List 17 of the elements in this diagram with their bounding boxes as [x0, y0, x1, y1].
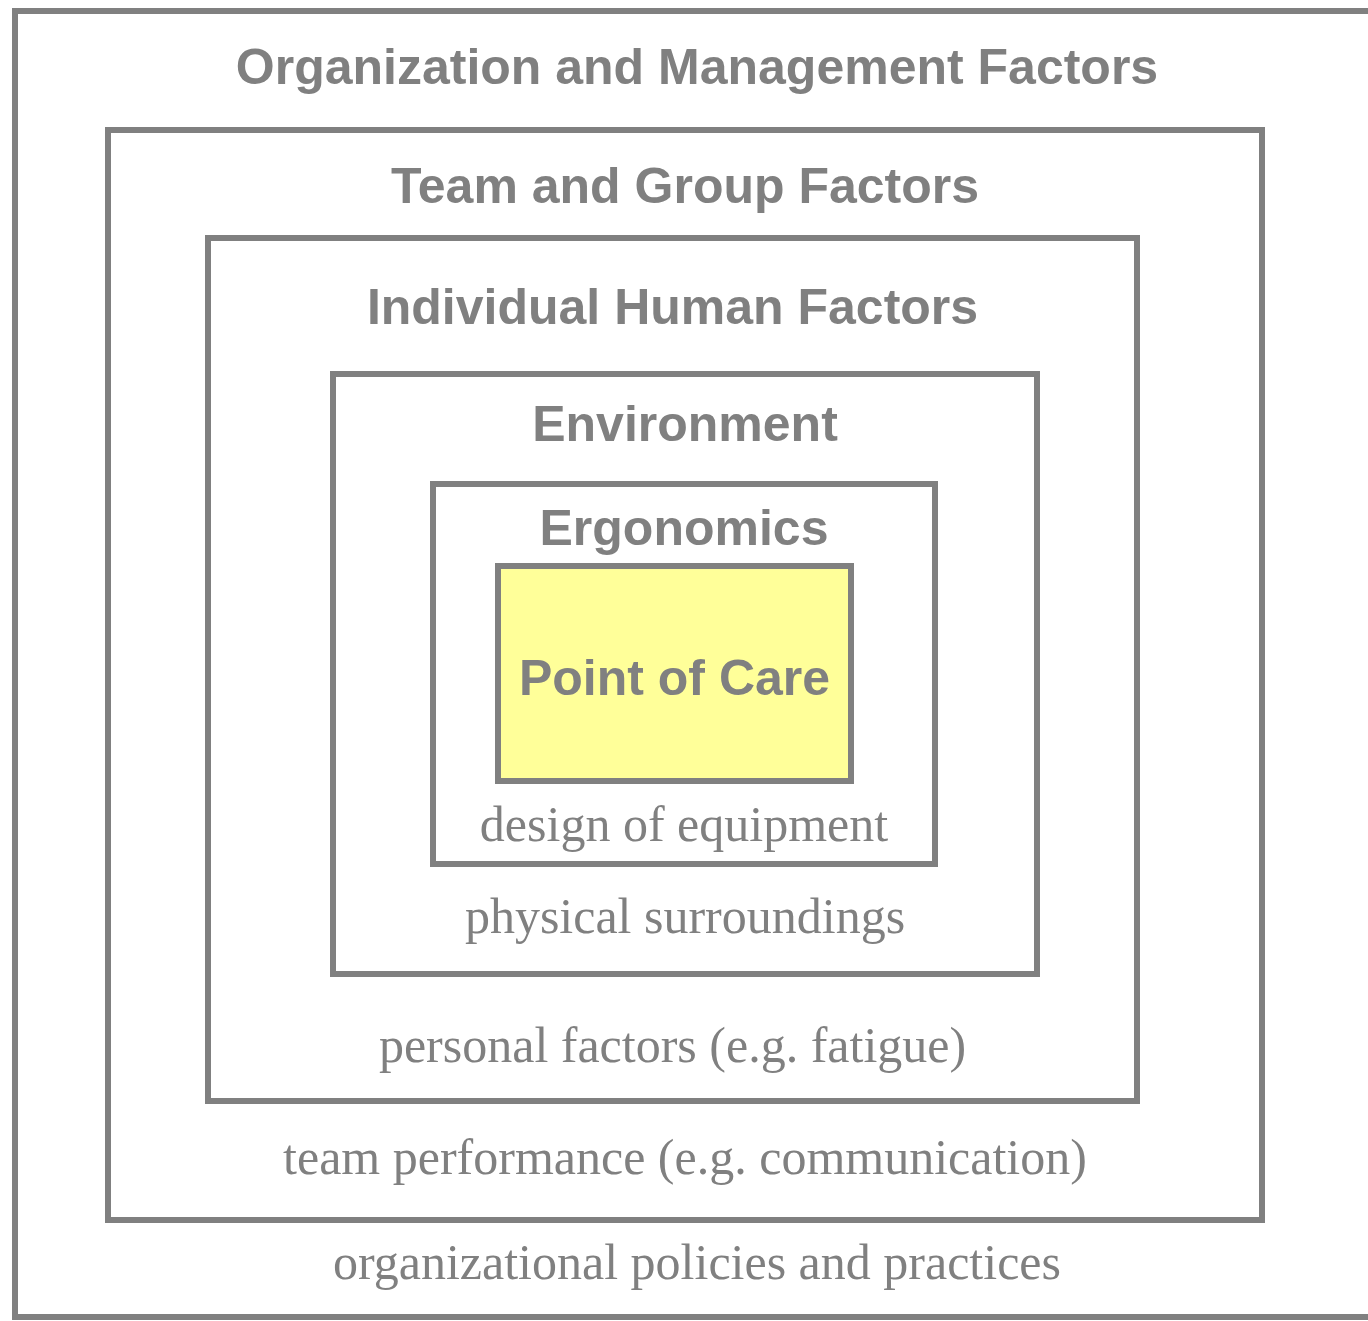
box-heading: Environment [532, 395, 838, 454]
factor-box [330, 371, 1040, 977]
highlight-box [495, 563, 854, 784]
factor-box [430, 481, 938, 867]
factor-box [12, 8, 1368, 1320]
factor-box [205, 235, 1140, 1104]
box-description: design of equipment [479, 795, 889, 854]
box-heading: Ergonomics [539, 499, 829, 558]
box-heading: Team and Group Factors [390, 157, 980, 216]
box-description: physical surroundings [464, 887, 906, 946]
box-heading: Individual Human Factors [366, 278, 979, 337]
box-heading: Point of Care [518, 648, 831, 708]
box-description: personal factors (e.g. fatigue) [378, 1016, 967, 1075]
box-description: organizational policies and practices [333, 1233, 1061, 1292]
box-description: team performance (e.g. communication) [283, 1128, 1087, 1187]
box-heading: Organization and Management Factors [235, 38, 1159, 97]
factor-box [105, 127, 1265, 1223]
